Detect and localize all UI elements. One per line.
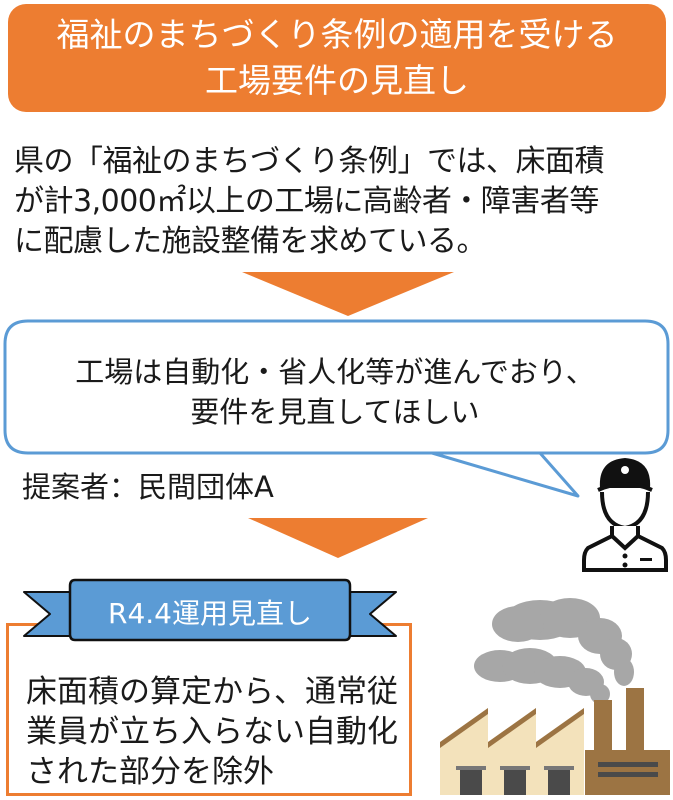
intro-text: 県の「福祉のまちづくり条例」では、床面積 が計3,000㎡以上の工場に高齢者・障… (14, 142, 664, 262)
worker-cap-icon (582, 458, 668, 572)
factory-icon (440, 598, 670, 795)
intro-line-2: が計3,000㎡以上の工場に高齢者・障害者等 (14, 184, 599, 219)
down-arrow-icon (248, 518, 428, 558)
intro-line-3: に配慮した施設整備を求めている。 (14, 224, 487, 259)
proposer-label: 提案者：民間団体A (22, 470, 274, 504)
bubble-line-2: 要件を見直してほしい (190, 395, 480, 429)
speech-bubble (3, 319, 670, 498)
intro-line-1: 県の「福祉のまちづくり条例」では、床面積 (14, 144, 605, 179)
result-line-2: 業員が立ち入らない自動化 (26, 714, 398, 750)
result-box (6, 623, 412, 796)
title-line-1: 福祉のまちづくり条例の適用を受ける (56, 15, 618, 54)
bubble-line-1: 工場は自動化・省人化等が進んでおり、 (75, 355, 595, 389)
title-banner: 福祉のまちづくり条例の適用を受ける 工場要件の見直し (8, 4, 666, 112)
result-line-3: された部分を除外 (26, 754, 274, 790)
title-line-2: 工場要件の見直し (205, 61, 469, 100)
down-arrow-icon (242, 272, 454, 316)
ribbon-label: R4.4運用見直し (108, 597, 312, 630)
bubble-text: 工場は自動化・省人化等が進んでおり、 要件を見直してほしい (10, 352, 660, 432)
result-line-1: 床面積の算定から、通常従 (26, 674, 398, 710)
result-text: 床面積の算定から、通常従 業員が立ち入らない自動化 された部分を除外 (26, 672, 406, 792)
ribbon-banner (23, 578, 397, 642)
